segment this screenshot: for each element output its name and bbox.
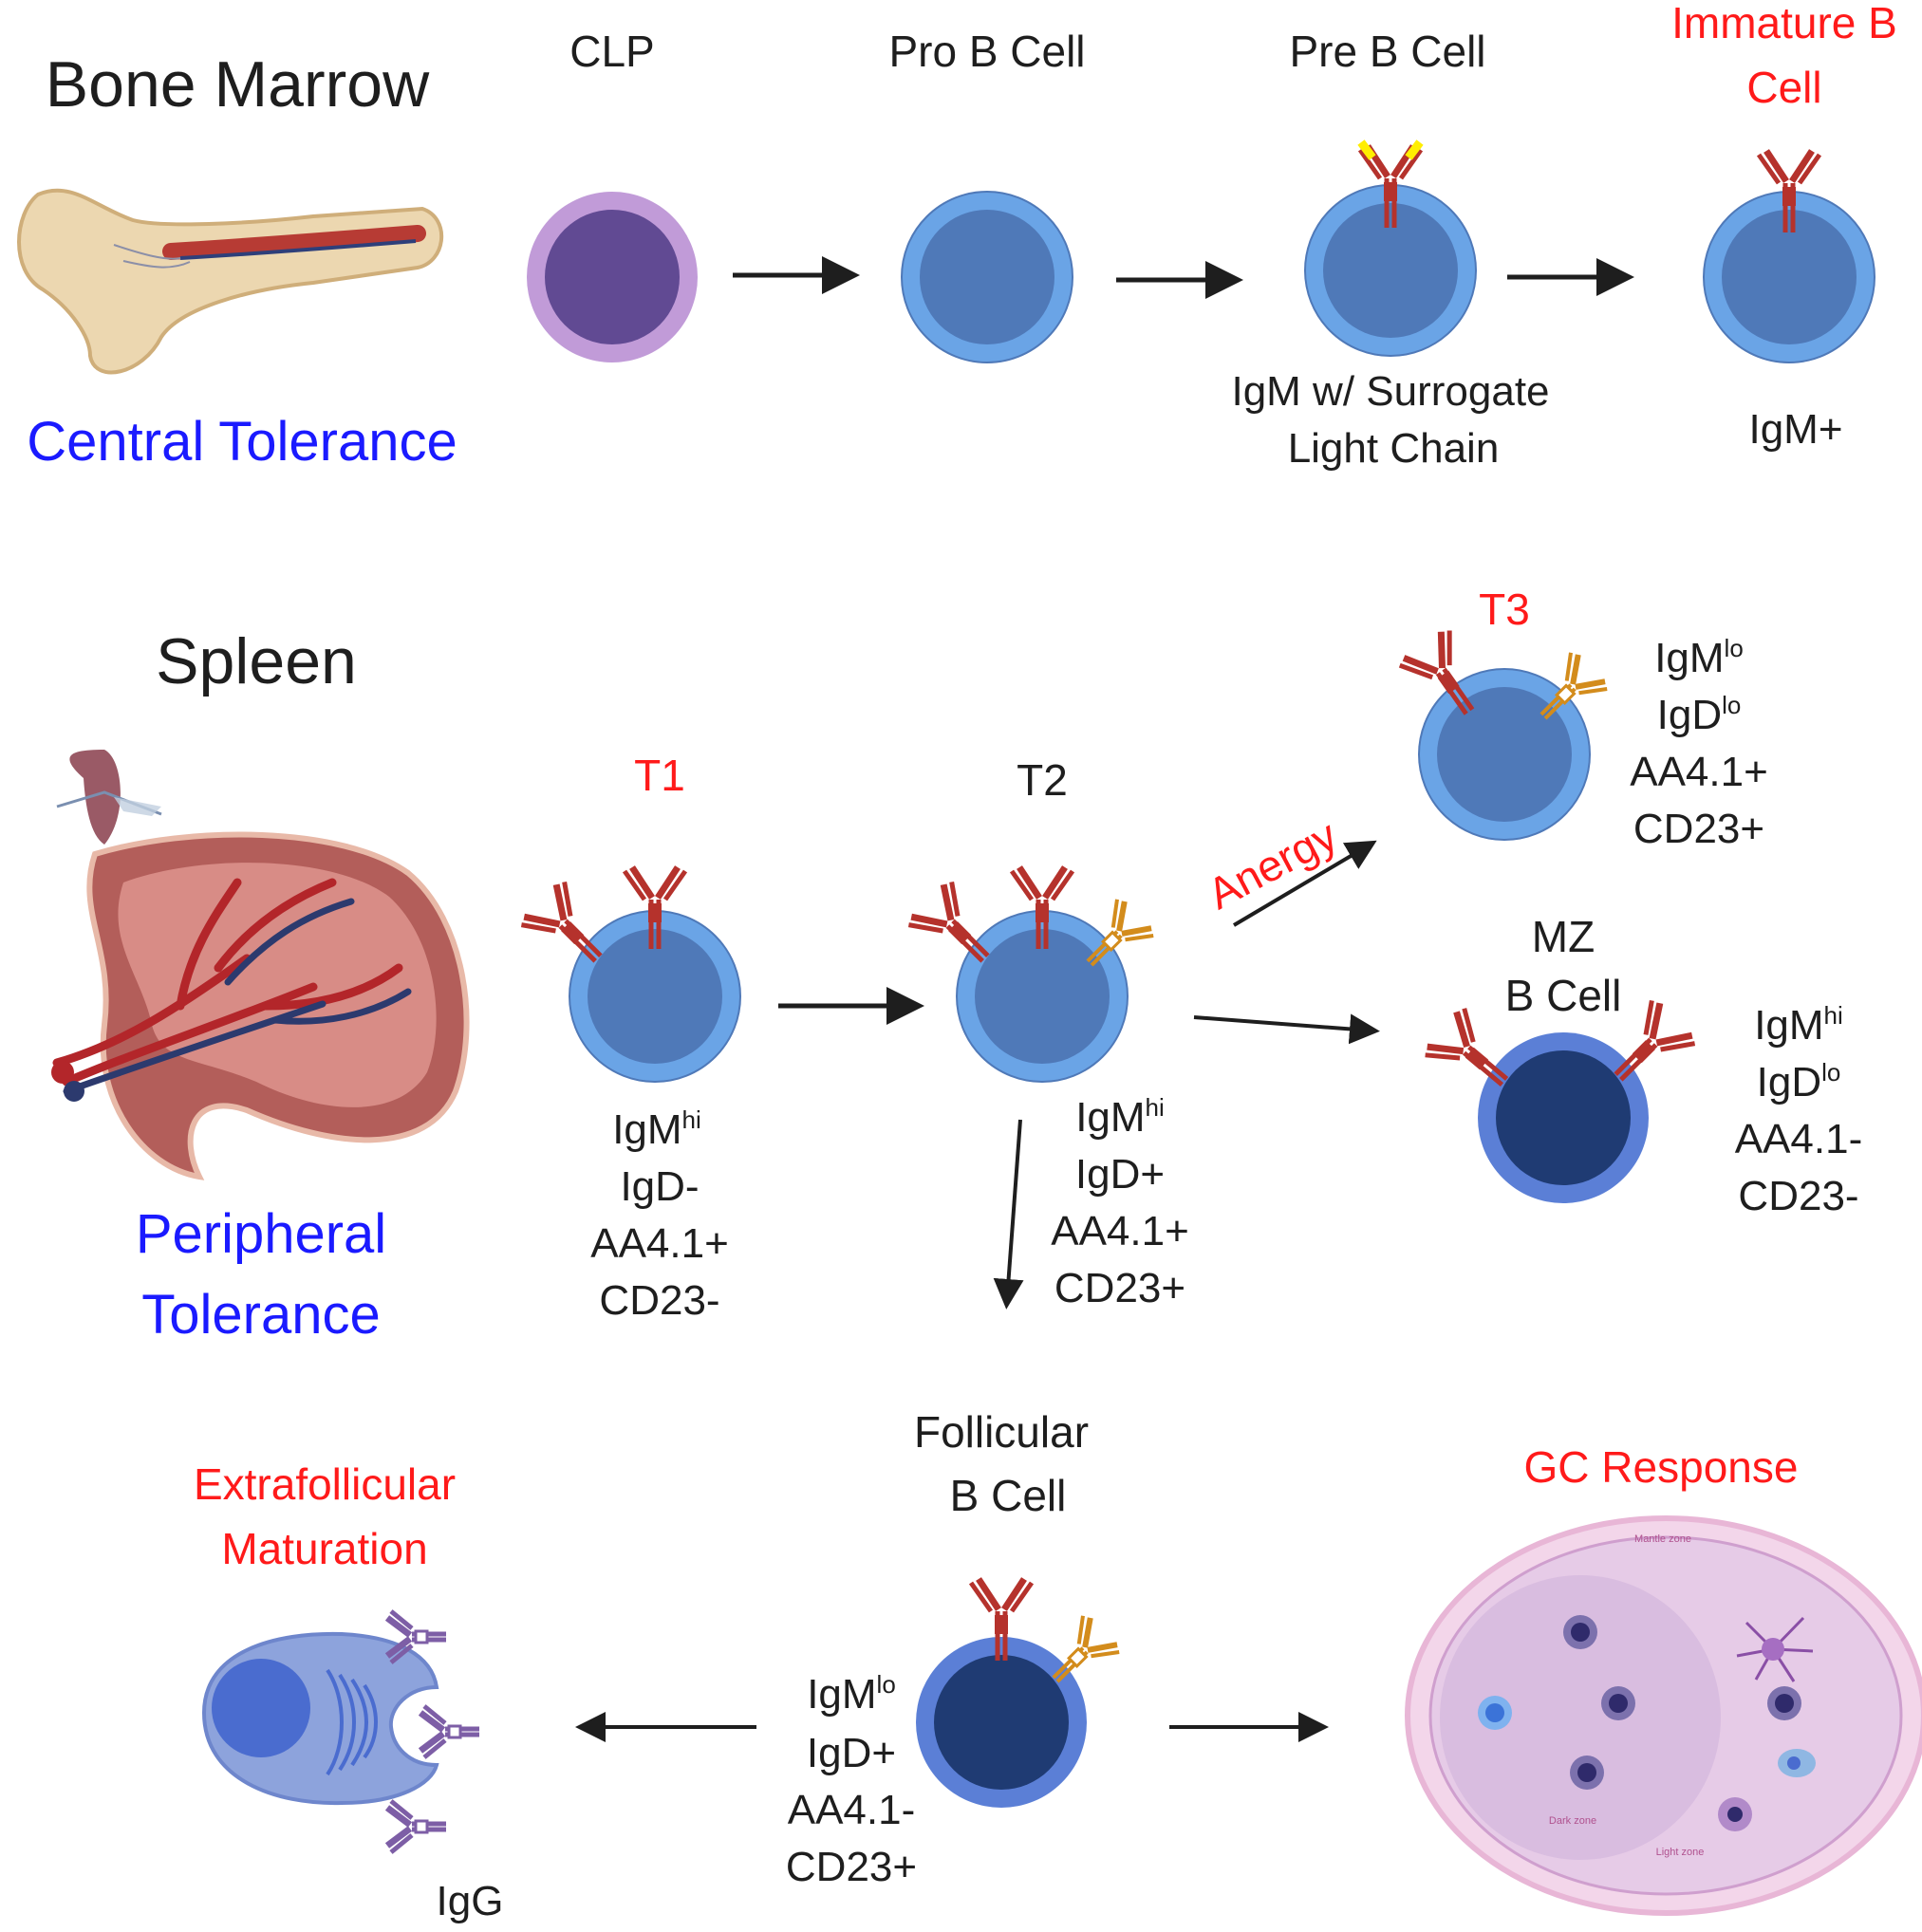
surrogate-light-chain-right <box>1405 139 1424 160</box>
follicular-marker-aa41: AA4.1- <box>788 1787 916 1833</box>
immature-b-marker: IgM+ <box>1748 406 1842 453</box>
follicular-marker-igm: IgMlo <box>807 1670 896 1718</box>
t1-cell <box>519 867 741 1083</box>
stage-label-clp: CLP <box>569 27 654 76</box>
bone-marrow-heading: Bone Marrow <box>46 48 430 121</box>
spleen-illustration <box>51 750 470 1180</box>
mz-marker-cd23: CD23- <box>1738 1173 1858 1219</box>
t2-marker-aa41: AA4.1+ <box>1051 1208 1189 1254</box>
igg-label: IgG <box>437 1878 504 1924</box>
t3-marker-igd: IgDlo <box>1657 691 1742 738</box>
t3-marker-igm: IgMlo <box>1654 634 1744 681</box>
t1-marker-igd: IgD- <box>620 1163 699 1210</box>
stage-label-immature-b-line2: Cell <box>1746 63 1821 112</box>
mz-label-line2: B Cell <box>1505 971 1622 1020</box>
gc-response-label: GC Response <box>1524 1442 1799 1492</box>
mz-b-cell <box>1423 998 1698 1203</box>
extrafollicular-line2: Maturation <box>221 1524 427 1573</box>
bone-illustration <box>17 188 444 375</box>
plasma-cell <box>201 1631 439 1806</box>
stage-label-t3: T3 <box>1479 585 1530 634</box>
arrow-t2-to-t3 <box>1232 840 1377 927</box>
stage-label-pre-b: Pre B Cell <box>1289 27 1485 76</box>
surrogate-light-chain-left <box>1357 139 1376 160</box>
peripheral-tolerance-line2: Tolerance <box>141 1284 380 1346</box>
t3-cell <box>1397 627 1610 841</box>
pre-b-marker-line2: Light Chain <box>1288 425 1500 472</box>
t2-marker-igd: IgD+ <box>1075 1151 1165 1198</box>
gc-light-zone-label: Light zone <box>1656 1847 1705 1858</box>
t2-marker-igm: IgMhi <box>1075 1093 1165 1141</box>
t2-cell <box>906 867 1156 1083</box>
t2-marker-cd23: CD23+ <box>1054 1265 1185 1311</box>
clp-cell <box>527 192 698 362</box>
pre-b-cell <box>1304 139 1477 357</box>
gc-mantle-zone-label: Mantle zone <box>1634 1533 1691 1545</box>
t3-marker-cd23: CD23+ <box>1633 806 1764 852</box>
mz-marker-aa41: AA4.1- <box>1735 1116 1863 1162</box>
pro-b-cell <box>901 191 1073 363</box>
germinal-center <box>1405 1515 1922 1916</box>
follicular-b-cell <box>916 1579 1122 1808</box>
igg-antibodies <box>387 1611 479 1852</box>
arrow-t2-to-mz <box>1193 1013 1380 1045</box>
t1-marker-aa41: AA4.1+ <box>590 1220 729 1267</box>
mz-marker-igd: IgDlo <box>1757 1058 1841 1105</box>
gc-dark-zone-label: Dark zone <box>1549 1815 1596 1827</box>
pre-b-marker-line1: IgM w/ Surrogate <box>1231 368 1549 415</box>
spleen-heading: Spleen <box>156 625 357 697</box>
arrow-t2-to-follicular <box>993 1119 1024 1310</box>
follicular-marker-cd23: CD23+ <box>786 1844 917 1890</box>
t1-marker-igm: IgMhi <box>612 1105 701 1153</box>
central-tolerance-label: Central Tolerance <box>27 411 457 473</box>
follicular-label-line1: Follicular <box>914 1407 1089 1457</box>
mz-label-line1: MZ <box>1532 912 1595 961</box>
follicular-label-line2: B Cell <box>950 1471 1067 1520</box>
follicular-marker-igd: IgD+ <box>807 1730 896 1776</box>
immature-b-cell <box>1703 151 1875 363</box>
t3-marker-aa41: AA4.1+ <box>1630 749 1768 795</box>
extrafollicular-line1: Extrafollicular <box>194 1459 456 1509</box>
stage-label-t1: T1 <box>634 751 685 800</box>
t1-marker-cd23: CD23- <box>599 1277 719 1324</box>
mz-marker-igm: IgMhi <box>1754 1001 1843 1049</box>
stage-label-pro-b: Pro B Cell <box>888 27 1085 76</box>
stage-label-t2: T2 <box>1017 755 1068 805</box>
stage-label-immature-b-line1: Immature B <box>1671 0 1897 47</box>
peripheral-tolerance-line1: Peripheral <box>136 1203 386 1265</box>
